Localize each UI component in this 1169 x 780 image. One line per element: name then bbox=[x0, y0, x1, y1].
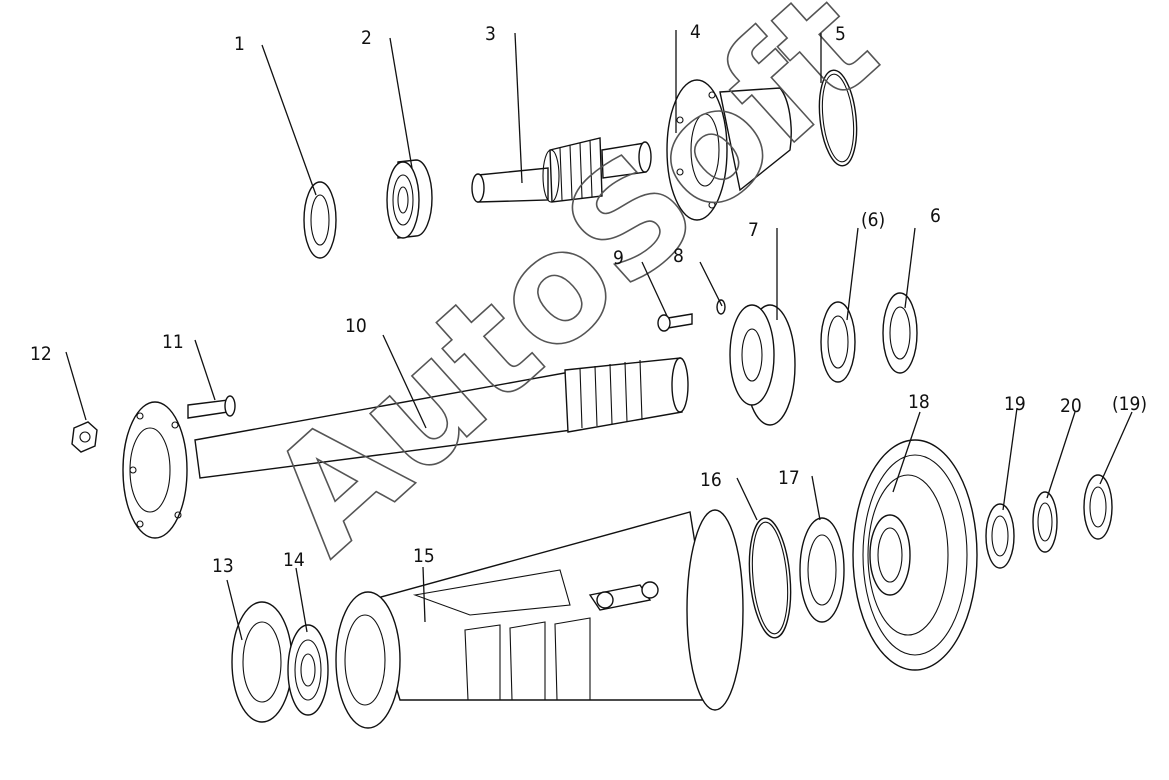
callout-16: 16 bbox=[700, 469, 722, 491]
callout-4: 4 bbox=[690, 21, 701, 43]
callout-7: 7 bbox=[748, 219, 759, 241]
part-14-bearing bbox=[287, 624, 329, 716]
callout-19b: (19) bbox=[1112, 393, 1147, 415]
part-19b-locknut bbox=[1083, 474, 1113, 540]
part-17-bearing bbox=[799, 517, 845, 623]
part-5-oring bbox=[818, 69, 858, 167]
callout-15: 15 bbox=[413, 545, 435, 567]
callout-17: 17 bbox=[778, 467, 800, 489]
callout-6b: (6) bbox=[861, 209, 885, 231]
watermark-text: AutoSoft bbox=[238, 0, 909, 587]
callout-20: 20 bbox=[1060, 395, 1082, 417]
part-8-nut bbox=[716, 299, 726, 315]
part-15-axle-housing bbox=[335, 509, 744, 729]
callout-18: 18 bbox=[908, 391, 930, 413]
callout-14: 14 bbox=[283, 549, 305, 571]
part-7-flange bbox=[729, 304, 796, 426]
part-6-bearing-cup bbox=[882, 292, 918, 374]
part-11-bolt bbox=[187, 395, 236, 419]
callout-19: 19 bbox=[1004, 393, 1026, 415]
part-13-gasket bbox=[231, 601, 293, 723]
part-12-nut bbox=[71, 421, 98, 453]
part-1-seal bbox=[303, 181, 337, 259]
callout-1: 1 bbox=[234, 33, 245, 55]
callout-11: 11 bbox=[162, 331, 184, 353]
callout-13: 13 bbox=[212, 555, 234, 577]
part-10-axle-shaft bbox=[122, 357, 689, 539]
callout-6: 6 bbox=[930, 205, 941, 227]
part-2-bearing bbox=[386, 159, 433, 239]
part-16-oring bbox=[748, 517, 792, 639]
callout-5: 5 bbox=[835, 23, 846, 45]
leader-lines bbox=[65, 30, 1133, 641]
part-4-flange-housing bbox=[666, 79, 792, 221]
callout-3: 3 bbox=[485, 23, 496, 45]
part-20-lock-washer bbox=[1032, 491, 1058, 553]
callout-2: 2 bbox=[361, 27, 372, 49]
part-18-ring-gear bbox=[852, 439, 978, 671]
part-6b-bearing-cup bbox=[820, 301, 856, 383]
callout-9: 9 bbox=[613, 247, 624, 269]
part-9-bolt bbox=[657, 313, 693, 332]
callout-8: 8 bbox=[673, 245, 684, 267]
part-3-gear-shaft bbox=[471, 137, 652, 203]
callout-12: 12 bbox=[30, 343, 52, 365]
callout-10: 10 bbox=[345, 315, 367, 337]
part-19-locknut bbox=[985, 503, 1015, 569]
